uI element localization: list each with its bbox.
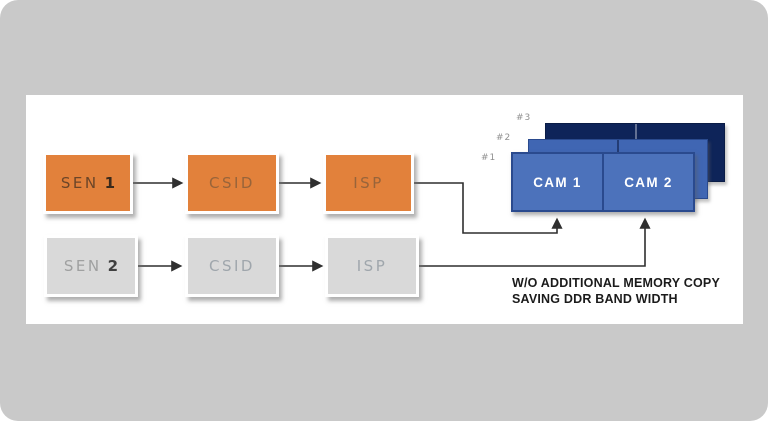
node-sen1-label: SEN [60,174,99,192]
node-sen2: SEN 2 [44,235,138,297]
caption-line-1: W/O ADDITIONAL MEMORY COPY [512,276,720,290]
cam2-cell: CAM 2 [604,154,693,210]
node-isp2: ISP [325,235,419,297]
node-sen1: SEN 1 [43,152,133,214]
caption: W/O ADDITIONAL MEMORY COPY SAVING DDR BA… [512,276,720,307]
buffer-tag-1: #1 [481,153,497,163]
buffer-tag-2: #2 [496,133,512,143]
node-csid1: CSID [185,152,279,214]
node-csid2-label: CSID [209,257,255,275]
node-isp1: ISP [323,152,414,214]
caption-line-2: SAVING DDR BAND WIDTH [512,291,678,306]
node-sen1-number: 1 [104,174,116,192]
node-isp2-label: ISP [356,257,388,275]
buffer-layer-1: CAM 1 CAM 2 [511,152,695,212]
buffer-tag-3: #3 [516,113,532,123]
node-isp1-label: ISP [353,174,384,192]
cam1-cell: CAM 1 [513,154,604,210]
node-csid1-label: CSID [209,174,255,192]
node-csid2: CSID [185,235,279,297]
cam2-label: CAM 2 [624,174,673,190]
node-sen2-number: 2 [107,257,119,275]
cam1-label: CAM 1 [533,174,582,190]
node-sen2-label: SEN [63,257,102,275]
